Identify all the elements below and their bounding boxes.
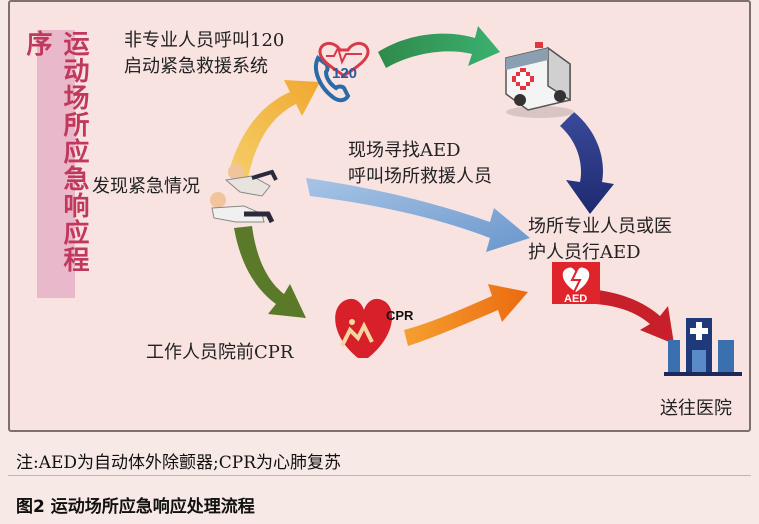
discover-label: 发现紧急情况: [92, 176, 200, 197]
aed-icon: [552, 262, 600, 304]
call120-line2: 启动紧急救援系统: [124, 56, 268, 77]
found-aed-label: 现场寻找AED 呼叫场所救援人员: [348, 138, 492, 190]
call120-label: 非专业人员呼叫120 启动紧急救援系统: [124, 28, 284, 80]
cpr-text: CPR: [386, 308, 414, 323]
staff-aed-line2: 护人员行AED: [528, 242, 641, 263]
divider: [8, 475, 751, 476]
arrow-discover-to-call: [228, 80, 320, 178]
people-icon: [210, 164, 278, 224]
phone-120-text: 120: [332, 65, 357, 82]
diagram-panel: [8, 0, 751, 432]
vertical-title-box: 运动场所应急响应程序: [22, 30, 89, 298]
figure-caption: 图2 运动场所应急响应处理流程: [16, 497, 255, 517]
hospital-icon: [664, 318, 742, 376]
ambulance-icon: [505, 42, 574, 118]
staff-cpr-label: 工作人员院前CPR: [146, 342, 294, 363]
arrow-aed-to-hospital: [596, 290, 674, 344]
cpr-heart-icon: [335, 298, 393, 358]
footnote: 注:AED为自动体外除颤器;CPR为心肺复苏: [16, 453, 342, 473]
arrow-call-to-ambulance: [378, 26, 500, 68]
aed-text: AED: [564, 293, 587, 305]
found-aed-line1: 现场寻找AED: [348, 140, 461, 161]
arrow-ambulance-to-staff: [560, 112, 614, 214]
phone-icon: [314, 42, 370, 103]
staff-aed-line1: 场所专业人员或医: [528, 216, 672, 237]
arrow-discover-to-staff: [306, 178, 530, 252]
found-aed-line2: 呼叫场所救援人员: [348, 166, 492, 187]
call120-line1: 非专业人员呼叫120: [124, 30, 285, 51]
vertical-title: 运动场所应急响应程序: [22, 30, 89, 273]
hospital-label: 送往医院: [660, 398, 732, 419]
staff-aed-label: 场所专业人员或医 护人员行AED: [528, 214, 672, 266]
arrow-cpr-to-staff: [404, 284, 528, 346]
arrow-discover-to-cpr: [234, 226, 306, 318]
